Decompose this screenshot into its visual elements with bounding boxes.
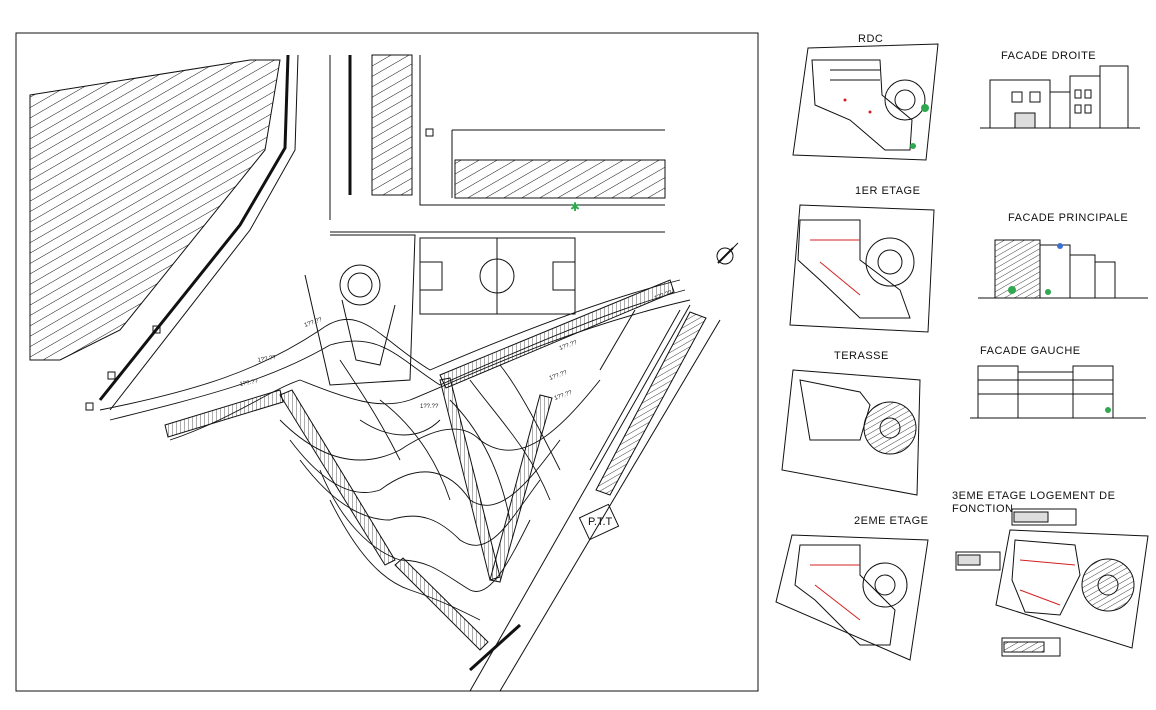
title-facade-droite: FACADE DROITE xyxy=(1001,50,1096,62)
contour-label: 1??.?? xyxy=(257,355,277,364)
north-arrow-icon xyxy=(716,242,739,265)
hatched-area-left xyxy=(29,59,281,361)
road-edge-1 xyxy=(109,54,299,411)
plan-rdc xyxy=(792,43,939,161)
marker-2 xyxy=(152,325,161,334)
marker-3 xyxy=(107,371,116,380)
contour-label: 1??.?? xyxy=(554,390,574,402)
title-terasse: TERASSE xyxy=(834,350,889,362)
ptt-building xyxy=(578,503,620,541)
plan-2eme-etage xyxy=(775,534,929,661)
hatched-block-right xyxy=(454,159,666,199)
field-goal-left xyxy=(419,261,443,291)
plan-terasse xyxy=(781,369,921,496)
facade-droite xyxy=(980,65,1140,129)
title-1er-etage: 1ER ETAGE xyxy=(855,185,920,197)
contour-label: 1??.?? xyxy=(420,404,439,410)
site-plan xyxy=(15,32,759,692)
building-rotunda-inner xyxy=(347,272,373,298)
road-segment-bold xyxy=(468,623,522,672)
title-facade-gauche: FACADE GAUCHE xyxy=(980,345,1081,357)
building-rotunda xyxy=(339,264,381,306)
road-diag-4 xyxy=(599,309,636,371)
road-hatch xyxy=(595,311,707,496)
plan-3eme-etage xyxy=(955,508,1149,657)
road-diag-1 xyxy=(469,304,691,692)
tree-symbol-icon: ✱ xyxy=(570,200,580,214)
facade-gauche xyxy=(970,365,1146,419)
contour-label: 1??.?? xyxy=(239,379,259,388)
embankment-4 xyxy=(489,394,553,583)
title-facade-principale: FACADE PRINCIPALE xyxy=(1008,212,1128,224)
hatched-block-center xyxy=(371,54,413,196)
site-plan-frame xyxy=(15,32,759,692)
contour-label: 1??.?? xyxy=(304,317,324,329)
field-center-circle xyxy=(479,258,515,294)
road-diag-3 xyxy=(589,309,681,471)
facade-principale xyxy=(978,239,1148,299)
title-rdc: RDC xyxy=(858,33,883,45)
marker-4 xyxy=(85,402,94,411)
marker-1 xyxy=(425,128,434,137)
field-goal-right xyxy=(552,261,576,291)
road-diag-2 xyxy=(499,319,721,692)
building-wing xyxy=(341,299,396,366)
title-3eme-etage-line1: 3EME ETAGE LOGEMENT DE xyxy=(952,490,1115,502)
plan-1er-etage xyxy=(789,204,935,333)
road-edge-5 xyxy=(419,55,665,206)
road-edge-2 xyxy=(98,54,290,401)
building-plot xyxy=(304,234,416,386)
ptt-label: P.T.T xyxy=(588,516,613,528)
embankment-6 xyxy=(394,557,489,651)
embankment-5 xyxy=(439,279,675,389)
title-2eme-etage: 2EME ETAGE xyxy=(854,515,928,527)
title-3eme-etage-line2: FONCTION xyxy=(952,503,1013,515)
contour-label: 1??.?? xyxy=(549,370,569,382)
contour-label: 1??.?? xyxy=(559,340,579,352)
embankment-1 xyxy=(164,389,284,438)
embankment-2 xyxy=(279,389,396,566)
